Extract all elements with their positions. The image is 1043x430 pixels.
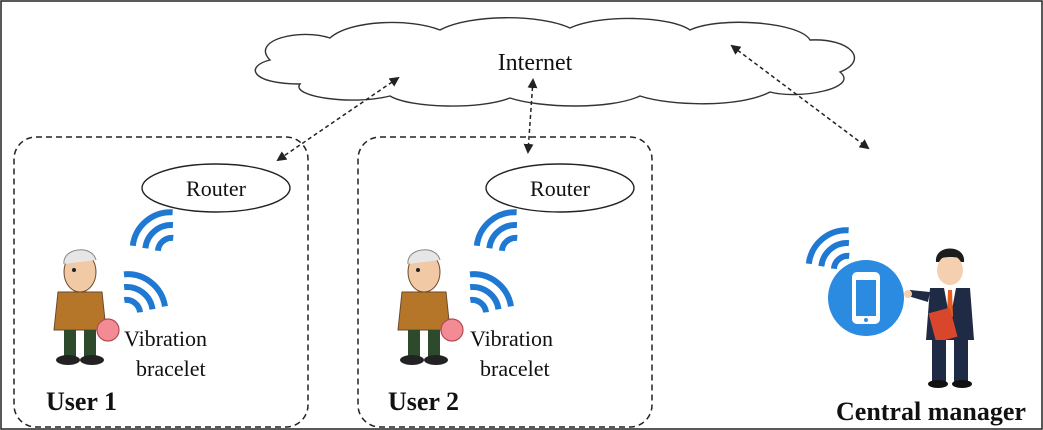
- router-1-label: Router: [186, 176, 247, 201]
- smartphone-icon: [828, 260, 904, 336]
- wifi-signal-icon: [129, 209, 174, 252]
- link-internet-router-2: [523, 78, 538, 154]
- central-manager-label: Central manager: [836, 397, 1026, 426]
- wifi-signal-icon: [123, 271, 168, 313]
- elderly-person-icon: [53, 249, 107, 365]
- businessman-icon: [904, 248, 974, 388]
- elderly-person-icon: [397, 249, 451, 365]
- user-1-label: User 1: [46, 387, 117, 416]
- wifi-signal-icon: [469, 271, 514, 313]
- user-2-group-box: [357, 136, 653, 428]
- router-ellipse-icon: [141, 163, 291, 213]
- bracelet-2-label-line1: Vibration: [470, 326, 553, 351]
- user-2-label: User 2: [388, 387, 459, 416]
- bracelet-2-label-line2: bracelet: [480, 356, 550, 381]
- bracelet-icon: [440, 318, 464, 342]
- router-2-label: Router: [530, 176, 591, 201]
- internet-label: Internet: [498, 50, 573, 76]
- wifi-signal-icon: [473, 209, 518, 252]
- bracelet-1-label-line1: Vibration: [124, 326, 207, 351]
- bracelet-1-label-line2: bracelet: [136, 356, 206, 381]
- link-internet-router-1: [276, 76, 400, 162]
- link-internet-manager: [730, 44, 870, 150]
- router-ellipse-icon: [485, 163, 635, 213]
- wifi-signal-icon: [805, 227, 850, 270]
- bracelet-icon: [96, 318, 120, 342]
- user-1-group-box: [13, 136, 309, 428]
